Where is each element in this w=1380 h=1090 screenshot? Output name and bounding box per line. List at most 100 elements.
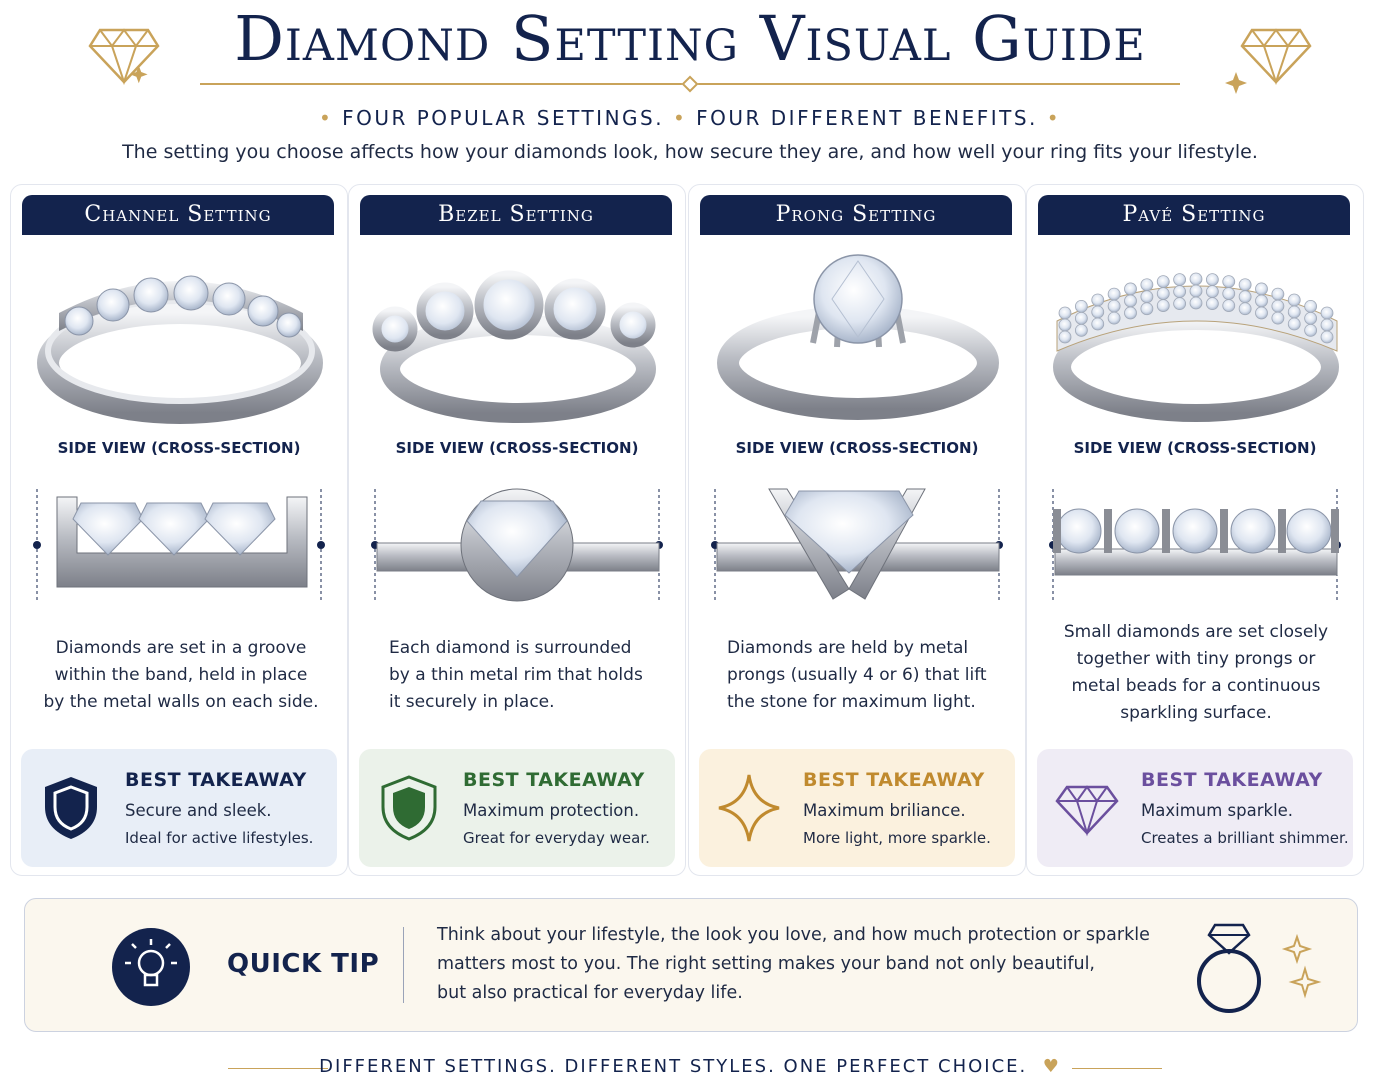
- quick-tip-label: QUICK TIP: [227, 949, 380, 979]
- takeaway-line-2: Great for everyday wear.: [463, 829, 650, 847]
- pave-stone: [1205, 297, 1219, 311]
- takeaway-line-1: Maximum sparkle.: [1141, 801, 1294, 820]
- card-title: Prong Setting: [700, 195, 1012, 235]
- sparkle-icon: [718, 774, 780, 842]
- page-subtitle: • FOUR POPULAR SETTINGS. • FOUR DIFFEREN…: [318, 106, 1062, 130]
- pave-stone: [1205, 285, 1219, 299]
- pave-stone: [1058, 318, 1072, 332]
- channel-cross-section: [33, 489, 325, 601]
- pave-stone: [1287, 317, 1301, 331]
- pave-stone: [1255, 294, 1268, 308]
- tip-line: Think about your lifestyle, the look you…: [437, 925, 1150, 945]
- ring-icon: [1197, 923, 1322, 1013]
- pave-stone: [1238, 278, 1252, 292]
- desc-line: by a thin metal rim that holds: [389, 665, 643, 685]
- footer-text: DIFFERENT SETTINGS. DIFFERENT STYLES. ON…: [319, 1056, 1028, 1077]
- takeaway-line-1: Maximum briliance.: [803, 801, 966, 820]
- pave-stone: [1140, 302, 1154, 316]
- pave-ring-image: [1053, 272, 1339, 422]
- pave-stone: [1255, 306, 1268, 320]
- takeaway-box: BEST TAKEAWAY Maximum protection. Great …: [359, 749, 675, 867]
- bezel-cross-section: [371, 488, 663, 602]
- bezel-ring-image: [372, 270, 656, 423]
- takeaway-title: BEST TAKEAWAY: [1141, 769, 1323, 791]
- pave-stone: [1124, 306, 1137, 320]
- pave-stone: [1074, 311, 1088, 325]
- takeaway-line-2: Ideal for active lifestyles.: [125, 829, 314, 847]
- side-view-label: SIDE VIEW (CROSS-SECTION): [395, 439, 639, 457]
- takeaway-box: BEST TAKEAWAY Maximum sparkle. Creates a…: [1037, 749, 1353, 867]
- intro-text: The setting you choose affects how your …: [122, 141, 1258, 163]
- pave-stone: [1238, 302, 1252, 316]
- desc-line: Diamonds are held by metal: [727, 638, 969, 658]
- pave-stone: [1074, 323, 1088, 337]
- footer-line: [228, 1068, 328, 1069]
- pave-stone: [1058, 306, 1072, 320]
- heart-icon: ♥: [1034, 1056, 1061, 1077]
- pave-stone: [1320, 306, 1334, 320]
- lightbulb-icon: [112, 928, 190, 1006]
- pave-stone: [1271, 311, 1285, 325]
- desc-line: metal beads for a continuous: [1071, 676, 1321, 696]
- pave-stone: [1074, 299, 1088, 313]
- page-title: Diamond Setting Visual Guide: [234, 2, 1146, 75]
- takeaway-title: BEST TAKEAWAY: [803, 769, 985, 791]
- card-description: Diamonds are set in a groove within the …: [31, 635, 331, 716]
- pave-stone: [1107, 287, 1121, 301]
- subtitle-part-1: FOUR POPULAR SETTINGS.: [342, 106, 665, 130]
- pave-stone: [1091, 305, 1105, 319]
- pave-stone: [1320, 318, 1334, 332]
- quick-tip-box: QUICK TIP Think about your lifestyle, th…: [24, 898, 1358, 1032]
- desc-line: within the band, held in place: [54, 665, 308, 685]
- pave-stone: [1320, 330, 1334, 344]
- pave-stone: [1173, 285, 1187, 299]
- desc-line: sparkling surface.: [1120, 703, 1272, 723]
- pave-stone: [1156, 287, 1170, 300]
- pave-stone: [1058, 330, 1072, 344]
- side-view-label: SIDE VIEW (CROSS-SECTION): [1073, 439, 1317, 457]
- desc-line: Small diamonds are set closely: [1063, 622, 1329, 642]
- desc-line: Each diamond is surrounded: [389, 638, 632, 658]
- pave-stone: [1271, 287, 1285, 301]
- desc-line: together with tiny prongs or: [1076, 649, 1316, 669]
- pave-stone: [1124, 294, 1137, 308]
- pave-stone: [1271, 299, 1285, 313]
- shield-icon: [381, 775, 437, 841]
- prong-ring-image: [717, 254, 999, 420]
- pave-stone: [1287, 305, 1301, 319]
- pave-stone: [1222, 275, 1236, 288]
- pave-stone: [1140, 290, 1154, 304]
- pave-stone: [1140, 278, 1154, 292]
- pave-stone: [1124, 282, 1137, 296]
- pave-stone: [1107, 311, 1121, 325]
- card-description: Small diamonds are set closely together …: [1041, 619, 1351, 727]
- desc-line: by the metal walls on each side.: [43, 692, 319, 712]
- card-description: Each diamond is surrounded by a thin met…: [389, 635, 689, 716]
- pave-stone: [1189, 284, 1203, 298]
- prong-cross-section: [711, 488, 1003, 601]
- pave-stone: [1205, 273, 1219, 287]
- takeaway-line-2: Creates a brilliant shimmer.: [1141, 829, 1349, 847]
- setting-card-bezel: Bezel Setting SIDE VIEW (CROSS-SECTION) …: [348, 184, 686, 876]
- pave-stone: [1222, 287, 1236, 300]
- setting-card-prong: Prong Setting SIDE VIEW (CROSS-SECTION) …: [688, 184, 1026, 876]
- setting-card-channel: Channel Setting SIDE VIEW (CROSS-SECTION…: [10, 184, 348, 876]
- footer: DIFFERENT SETTINGS. DIFFERENT STYLES. ON…: [0, 1054, 1380, 1082]
- pave-stone: [1189, 272, 1203, 286]
- pave-stone: [1173, 273, 1187, 287]
- desc-line: prongs (usually 4 or 6) that lift: [727, 665, 987, 685]
- footer-tagline: DIFFERENT SETTINGS. DIFFERENT STYLES. ON…: [0, 1056, 1380, 1077]
- diamond-icon: [1225, 28, 1312, 94]
- takeaway-box: BEST TAKEAWAY Maximum briliance. More li…: [699, 749, 1015, 867]
- quick-tip-text: Think about your lifestyle, the look you…: [437, 921, 1167, 1008]
- diamond-icon: [88, 28, 160, 86]
- pave-stone: [1156, 275, 1170, 288]
- desc-line: the stone for maximum light.: [727, 692, 976, 712]
- diamond-icon: [1055, 785, 1119, 837]
- pave-stone: [1156, 299, 1170, 312]
- desc-line: Diamonds are set in a groove: [55, 638, 307, 658]
- pave-stone: [1222, 299, 1236, 312]
- title-divider-diamond: [681, 75, 699, 93]
- pave-stone: [1304, 299, 1318, 313]
- pave-stone: [1189, 296, 1203, 310]
